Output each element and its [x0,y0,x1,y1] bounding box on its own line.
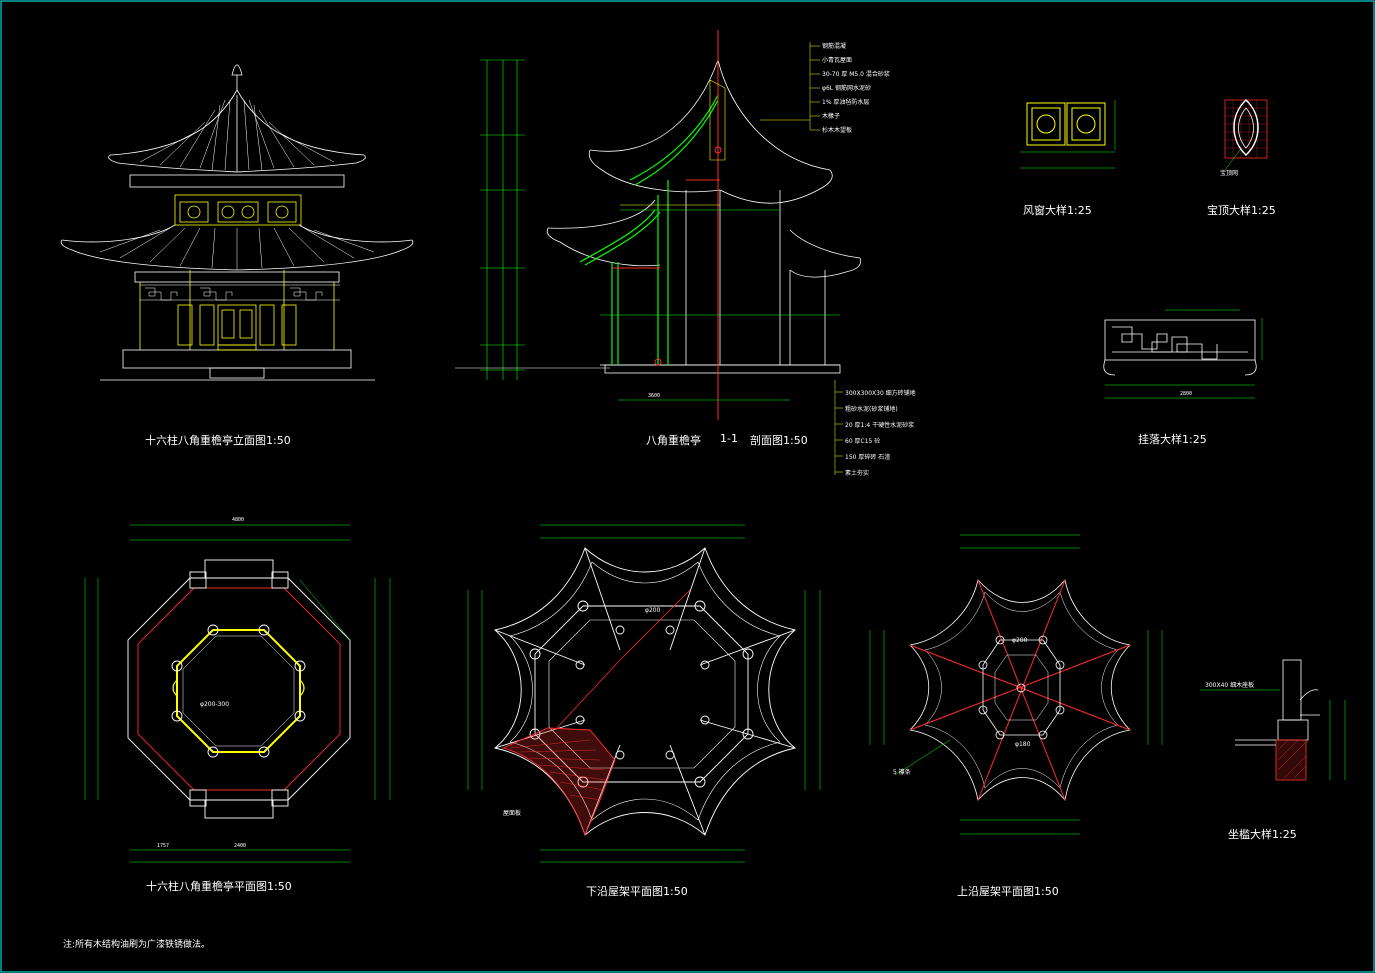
dim-plan-side: 1757 [157,843,169,849]
callout-top-5: 木椽子 [822,112,840,120]
callout-bottom-0: 300X300X30 细方砖铺地 [845,389,916,397]
title-section-left: 八角重檐亭 [646,434,701,447]
callout-top-2: 30-70 厚 M5.0 混合砂浆 [822,70,890,78]
callout-top-3: φ6L 钢筋网水泥砂 [822,84,871,92]
section-callouts-top: 钢筋混凝 小青瓦屋面 30-70 厚 M5.0 混合砂浆 φ6L 钢筋网水泥砂 … [822,42,890,134]
title-floor-plan: 十六柱八角重檐亭平面图1:50 [146,880,292,893]
title-treasure-top: 宝顶大样1:25 [1207,204,1276,217]
callout-treasure-net: 宝顶网 [1220,169,1238,177]
title-upper-roof-plan: 上沿屋架平面图1:50 [957,885,1059,898]
section-callouts-bottom: 300X300X30 细方砖铺地 粗砂水泥(砂浆铺地) 20 厚1:4 干硬性水… [845,389,916,477]
title-lower-roof-plan: 下沿屋架平面图1:50 [586,885,688,898]
dim-plan-mid: 2400 [234,843,246,849]
callout-bottom-4: 150 厚碎砖 石渣 [845,453,890,461]
callout-floor-column: φ200-300 [200,701,229,708]
title-section-code: 1-1 [720,432,738,445]
section-drawing [455,30,862,475]
callout-bottom-3: 60 厚C15 砼 [845,437,880,445]
dimension-texts: 4800 2400 1757 3600 2800 [157,391,1192,849]
title-wind-window: 风窗大样1:25 [1023,204,1092,217]
dim-plan-total: 4800 [232,517,244,523]
callout-top-6: 杉木木望板 [822,126,852,134]
dim-section-base: 3600 [648,393,660,399]
wind-window-drawing [1020,100,1116,169]
callout-lower-column: φ200 [645,607,661,614]
callout-top-1: 小青瓦屋面 [822,56,852,64]
front-elevation-drawing [60,64,414,381]
callout-lower-roofboard: 屋面板 [503,809,521,817]
callout-bottom-1: 粗砂水泥(砂浆铺地) [845,405,898,413]
callout-bottom-2: 20 厚1:4 干硬性水泥砂浆 [845,421,914,429]
callout-upper-beam: φ180 [1015,741,1031,748]
callout-bench-board: 300X40 细木座板 [1205,681,1254,689]
bench-detail-drawing [1200,659,1346,781]
callout-upper-column: φ200 [1012,637,1028,644]
callout-top-0: 钢筋混凝 [822,42,846,50]
lower-roof-plan-drawing [467,524,821,863]
title-bench-detail: 坐槛大样1:25 [1228,828,1297,841]
floor-plan-drawing [84,524,391,863]
upper-roof-plan-drawing [869,534,1163,835]
title-section-right: 剖面图1:50 [750,434,808,447]
callout-top-4: 1% 厚油毡防水层 [822,98,869,106]
title-hanging-lattice: 挂落大样1:25 [1138,433,1207,446]
callout-bottom-5: 素土夯实 [845,469,869,477]
title-front-elevation: 十六柱八角重檐亭立面图1:50 [145,434,291,447]
general-note: 注:所有木结构油刷为广漆铁锈做法。 [63,940,211,950]
treasure-top-drawing [1224,98,1268,171]
dim-lattice-width: 2800 [1180,391,1192,397]
plan-callouts: φ200-300 φ200 屋面板 φ200 φ180 5 檩条 300X40 … [200,169,1254,817]
callout-upper-purlin: 5 檩条 [893,768,911,776]
hanging-lattice-drawing [1103,309,1263,399]
